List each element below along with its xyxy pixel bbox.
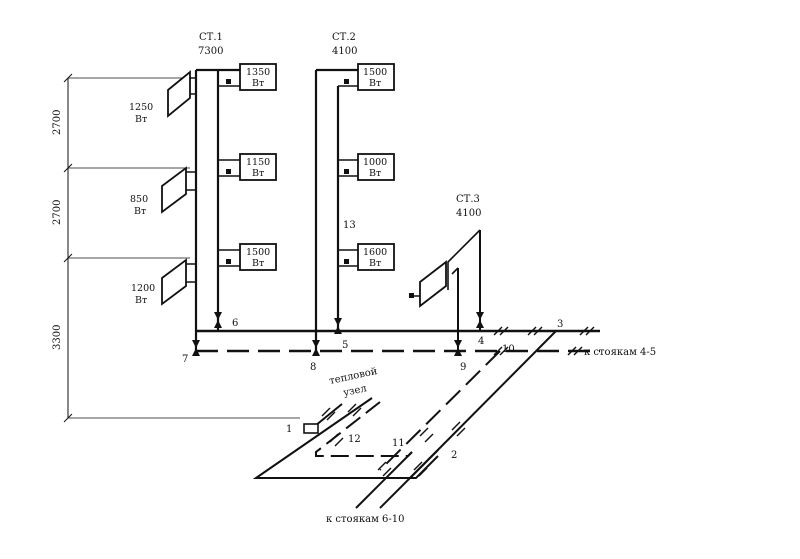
node-4: 4 bbox=[478, 336, 484, 347]
label-to-risers-4-5: к стоякам 4-5 bbox=[584, 347, 656, 358]
valve-st3-return bbox=[454, 340, 462, 356]
riser-st1-name: СТ.1 bbox=[199, 32, 223, 43]
riser-st2-name: СТ.2 bbox=[332, 32, 356, 43]
svg-text:1350: 1350 bbox=[246, 67, 270, 78]
radiator-st1-left-bottom: 1200 Вт bbox=[131, 258, 196, 306]
node-3: 3 bbox=[557, 319, 563, 330]
dimension-middle: 2700 bbox=[52, 200, 63, 225]
svg-text:Вт: Вт bbox=[369, 168, 381, 179]
valve-st2-return bbox=[312, 340, 320, 356]
radiator-st3 bbox=[409, 260, 447, 308]
svg-text:Вт: Вт bbox=[134, 206, 146, 217]
node-1: 1 bbox=[286, 424, 292, 435]
riser-st3-name: СТ.3 bbox=[456, 194, 480, 205]
riser-st1: СТ.1 7300 1350 Вт 1150 Вт 1500 Вт bbox=[129, 32, 277, 356]
svg-text:1250: 1250 bbox=[129, 102, 153, 113]
heat-unit-label-line1: тепловой bbox=[328, 366, 378, 387]
dimension-lower: 3300 bbox=[52, 325, 63, 350]
radiator-st1-left-top: 1250 Вт bbox=[129, 70, 196, 125]
node-9: 9 bbox=[460, 362, 466, 373]
radiator-st2-bottom: 1600 Вт bbox=[357, 243, 395, 271]
riser-st3: СТ.3 4100 bbox=[409, 194, 484, 356]
feeder-lines bbox=[355, 330, 557, 509]
node-13: 13 bbox=[343, 220, 356, 231]
riser-st1-load: 7300 bbox=[198, 46, 223, 57]
svg-text:850: 850 bbox=[130, 194, 148, 205]
radiator-st1-left-middle: 850 Вт bbox=[130, 166, 196, 217]
radiator-st1-right-bottom: 1500 Вт bbox=[239, 243, 277, 271]
node-8: 8 bbox=[310, 362, 316, 373]
node-10: 10 bbox=[502, 344, 515, 355]
riser-st2-load: 4100 bbox=[332, 46, 357, 57]
radiator-st2-top: 1500 Вт bbox=[357, 63, 395, 91]
svg-text:Вт: Вт bbox=[135, 114, 147, 125]
dimension-upper: 2700 bbox=[52, 110, 63, 135]
node-7: 7 bbox=[182, 354, 188, 365]
valve-st3-supply bbox=[476, 312, 484, 328]
svg-text:1150: 1150 bbox=[246, 157, 270, 168]
svg-text:1000: 1000 bbox=[363, 157, 387, 168]
svg-text:1600: 1600 bbox=[363, 247, 387, 258]
svg-text:1200: 1200 bbox=[131, 283, 155, 294]
valve-st1-supply bbox=[214, 312, 222, 328]
radiator-st1-right-top: 1350 Вт bbox=[239, 63, 277, 91]
riser-st2: СТ.2 4100 1500 Вт 1000 Вт 1600 Вт 13 bbox=[312, 32, 395, 356]
svg-text:Вт: Вт bbox=[252, 78, 264, 89]
svg-text:Вт: Вт bbox=[252, 168, 264, 179]
dimension-chain bbox=[63, 73, 300, 423]
svg-text:Вт: Вт bbox=[369, 258, 381, 269]
radiator-st2-middle: 1000 Вт bbox=[357, 153, 395, 181]
node-6: 6 bbox=[232, 318, 238, 329]
supply-main bbox=[196, 326, 600, 336]
heat-unit-label-line2: узел bbox=[342, 383, 367, 399]
valve-st1-return bbox=[192, 340, 200, 356]
svg-text:1500: 1500 bbox=[246, 247, 270, 258]
label-to-risers-6-10: к стоякам 6-10 bbox=[326, 514, 405, 525]
svg-text:1500: 1500 bbox=[363, 67, 387, 78]
svg-text:Вт: Вт bbox=[252, 258, 264, 269]
riser-st3-load: 4100 bbox=[456, 208, 481, 219]
svg-text:Вт: Вт bbox=[135, 295, 147, 306]
node-11: 11 bbox=[392, 438, 405, 449]
return-main bbox=[196, 346, 600, 356]
svg-text:Вт: Вт bbox=[369, 78, 381, 89]
radiator-st1-right-middle: 1150 Вт bbox=[239, 153, 277, 181]
node-5: 5 bbox=[342, 340, 348, 351]
node-12: 12 bbox=[348, 434, 361, 445]
node-2: 2 bbox=[451, 450, 457, 461]
